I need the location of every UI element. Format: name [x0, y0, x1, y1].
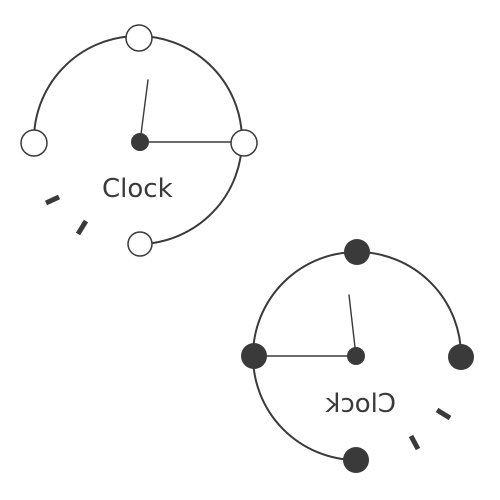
knob-top [344, 239, 370, 265]
center-dot [131, 133, 149, 151]
tick-mark-upper [44, 194, 61, 206]
knob-left [241, 343, 267, 369]
clock-icon-outline: Clock [20, 24, 258, 257]
tick-mark-lower [75, 219, 89, 236]
clock-label: Clock [325, 389, 396, 419]
clock-outline-arc [252, 251, 463, 461]
clock-icon-mirrored: Clock [241, 239, 474, 473]
minute-hand [348, 294, 357, 357]
knob-right [448, 344, 474, 370]
minute-hand [139, 79, 149, 143]
knob-right [230, 129, 258, 157]
tick-mark-lower [408, 434, 421, 451]
knob-top [125, 24, 153, 52]
clock-label: Clock [102, 174, 173, 204]
center-dot [347, 347, 365, 365]
knob-bottom [343, 447, 369, 473]
knob-left [20, 129, 48, 157]
knob-bottom [127, 231, 153, 257]
tick-mark-upper [435, 407, 452, 421]
clock-outline-arc [32, 35, 243, 245]
